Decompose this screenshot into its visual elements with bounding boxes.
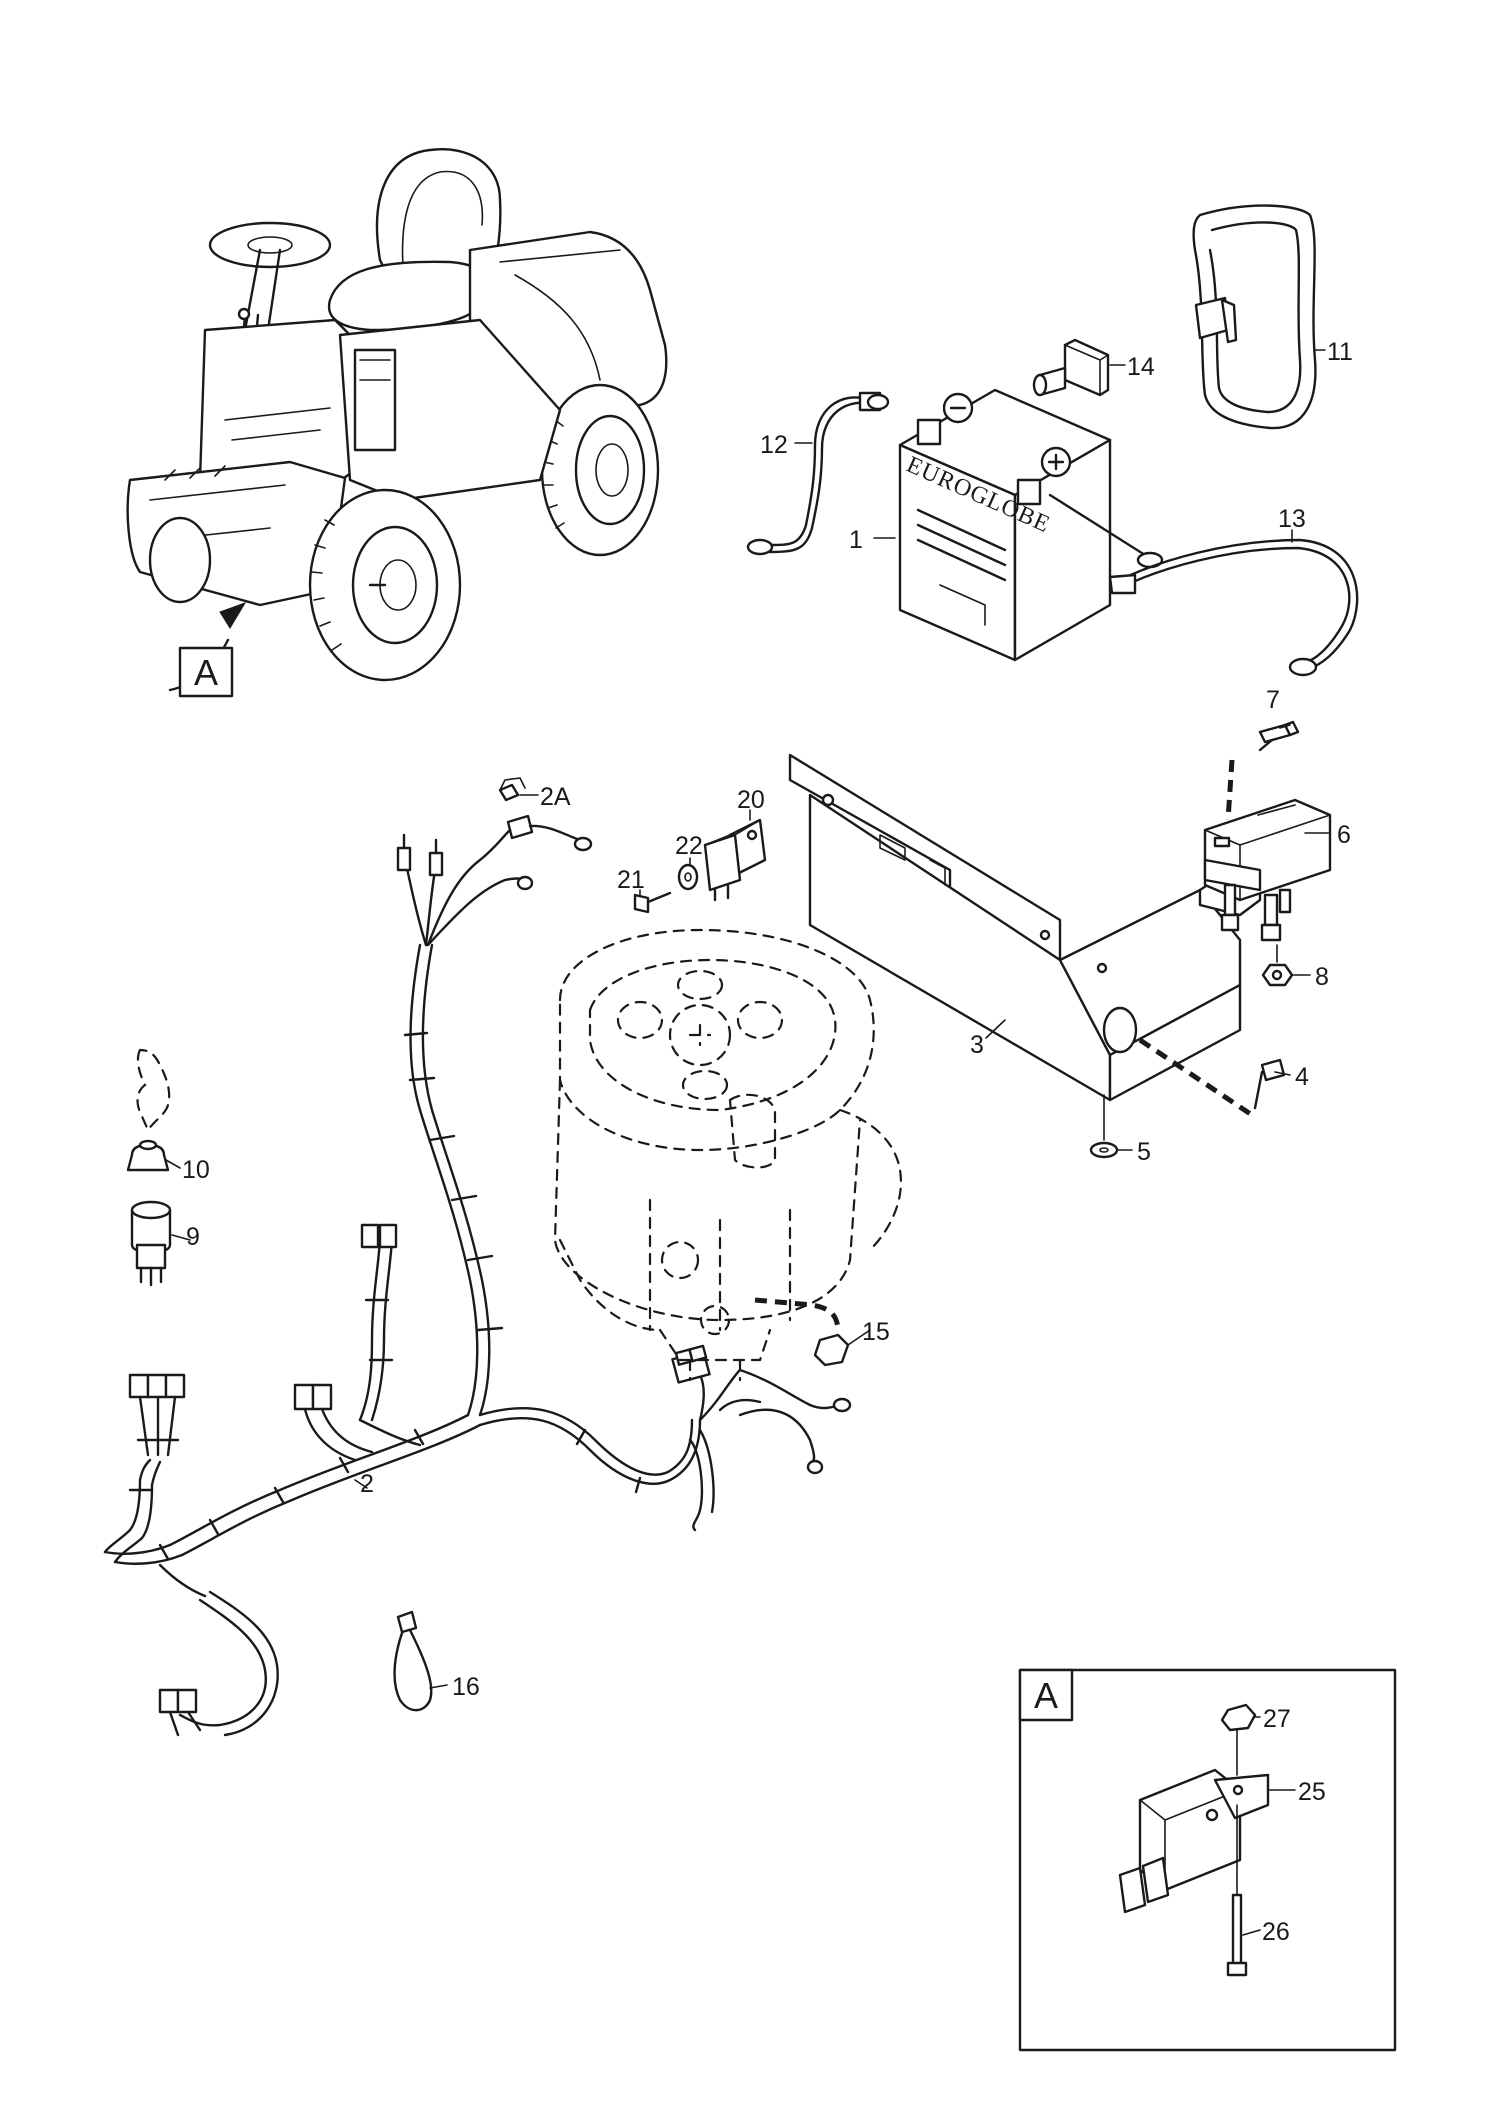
view-marker-letter: A: [194, 652, 218, 693]
safety-switch: [126, 1048, 172, 1287]
wiring-harness: [103, 828, 852, 1737]
label-part-25: 25: [1298, 1778, 1326, 1806]
connector-middle: [293, 1383, 374, 1462]
negative-battery-cable: [746, 391, 890, 556]
label-part-16: 16: [452, 1673, 480, 1701]
label-part-13: 13: [1278, 505, 1306, 533]
washer-22: [677, 863, 699, 891]
part-labels: 1 2 2A 3 4 5 6 7 8 9 10 11 12 13 14 15 1…: [182, 338, 1353, 1946]
label-part-21: 21: [617, 866, 645, 894]
label-part-8: 8: [1315, 963, 1329, 991]
cable-tie: [393, 1610, 433, 1712]
connector-upper: [358, 1223, 422, 1447]
connector-lower: [158, 1688, 202, 1737]
label-part-6: 6: [1337, 821, 1351, 849]
label-part-1: 1: [849, 526, 863, 554]
label-part-15: 15: [862, 1318, 890, 1346]
washer-5: [1089, 1094, 1119, 1159]
label-part-20: 20: [737, 786, 765, 814]
label-part-12: 12: [760, 431, 788, 459]
starter-solenoid: [1203, 798, 1332, 942]
label-part-27: 27: [1263, 1705, 1291, 1733]
nut-15: [754, 1297, 850, 1367]
screw-21: [633, 891, 672, 914]
nut-8: [1261, 944, 1294, 987]
leader-lines: [165, 349, 1331, 1936]
label-part-26: 26: [1262, 1918, 1290, 1946]
bolt-7: [1225, 720, 1300, 821]
label-part-2a: 2A: [540, 783, 571, 811]
screw-4: [1138, 1037, 1286, 1118]
battery: EUROGLOBE: [898, 388, 1112, 662]
label-part-2: 2: [360, 1470, 374, 1498]
terminal-cover: [1032, 338, 1110, 397]
engine-outline: [553, 928, 903, 1382]
relay-20: [703, 818, 767, 902]
mounting-bracket: [788, 753, 1262, 1102]
connector-left: [128, 1373, 186, 1457]
label-part-9: 9: [186, 1223, 200, 1251]
detail-letter: A: [1034, 1675, 1058, 1716]
label-part-7: 7: [1266, 686, 1280, 714]
battery-strap: [1192, 204, 1317, 430]
label-part-4: 4: [1295, 1063, 1309, 1091]
label-part-3: 3: [970, 1031, 984, 1059]
label-part-5: 5: [1137, 1138, 1151, 1166]
view-marker-a: A: [178, 646, 234, 698]
label-part-14: 14: [1127, 353, 1155, 381]
label-part-22: 22: [675, 832, 703, 860]
label-part-10: 10: [182, 1156, 210, 1184]
fuse-holder: [498, 777, 593, 852]
riding-mower-illustration: [126, 148, 668, 692]
positive-battery-cable: [1048, 493, 1359, 677]
label-part-11: 11: [1327, 338, 1353, 366]
detail-view-a: A: [1018, 1668, 1397, 2052]
